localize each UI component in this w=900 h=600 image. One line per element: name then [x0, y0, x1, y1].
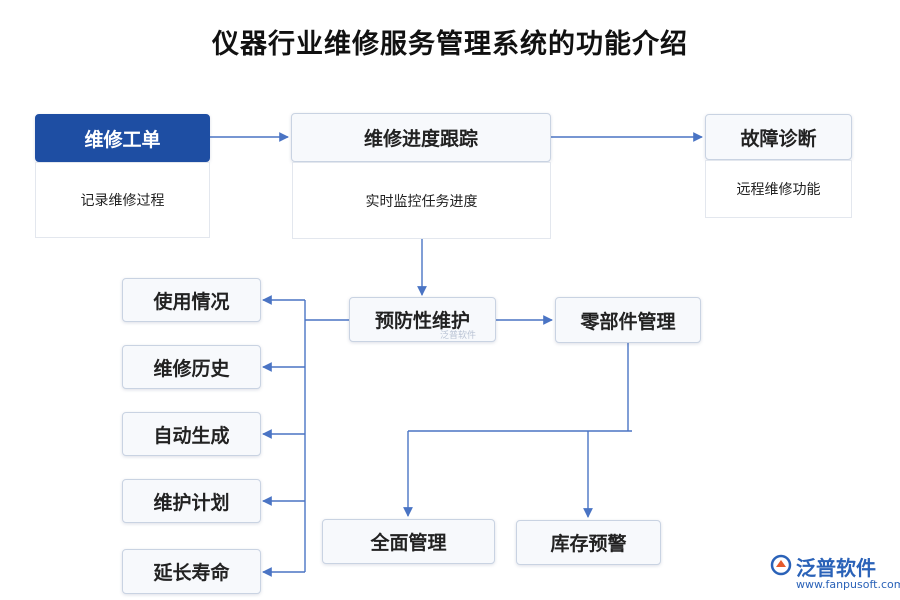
brand-name: 泛普软件	[796, 556, 876, 580]
node-progress-tracking-desc: 实时监控任务进度	[292, 162, 551, 239]
node-progress-tracking: 维修进度跟踪	[291, 113, 551, 162]
watermark-text: 泛普软件	[440, 331, 477, 341]
brand-url: www.fanpusoft.com	[796, 578, 900, 591]
diagram-title: 仪器行业维修服务管理系统的功能介绍	[212, 29, 688, 60]
node-fault-diagnosis-desc: 远程维修功能	[705, 160, 852, 218]
node-usage: 使用情况	[122, 278, 261, 322]
node-extend-life: 延长寿命	[122, 549, 261, 594]
brand-logo-icon	[770, 554, 792, 576]
node-history: 维修历史	[122, 345, 261, 389]
node-auto-generate: 自动生成	[122, 412, 261, 456]
node-work-order: 维修工单	[35, 114, 210, 162]
node-maintenance-plan: 维护计划	[122, 479, 261, 523]
node-work-order-desc: 记录维修过程	[35, 162, 210, 238]
brand-logo: 泛普软件 www.fanpusoft.com	[770, 552, 900, 594]
node-preventive-maintenance: 预防性维护	[349, 297, 496, 342]
node-parts-management: 零部件管理	[555, 297, 701, 343]
node-inventory-alert: 库存预警	[516, 520, 661, 565]
node-fault-diagnosis: 故障诊断	[705, 114, 852, 160]
node-full-management: 全面管理	[322, 519, 495, 564]
